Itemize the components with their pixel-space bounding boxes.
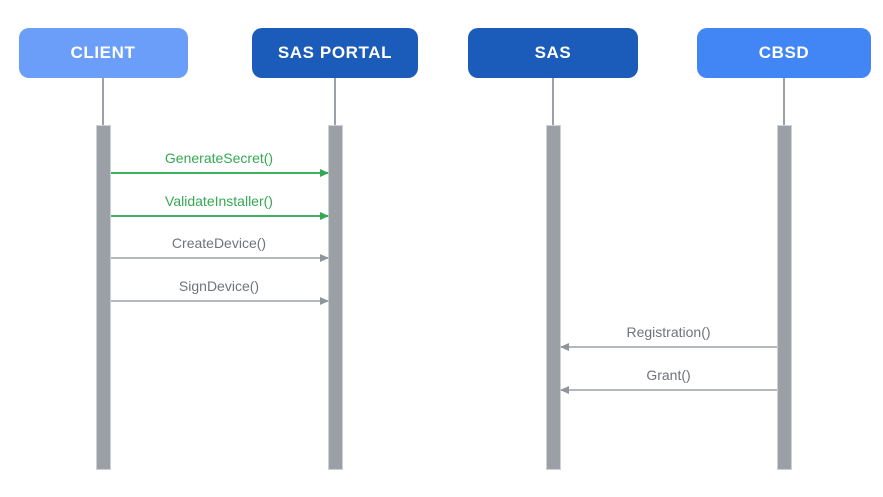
arrow-head-right-icon	[319, 169, 329, 177]
activation-bar-sas-portal	[327, 125, 343, 470]
message-arrow-line	[110, 212, 329, 220]
actor-label-sas: SAS	[534, 43, 572, 62]
message-label: CreateDevice()	[171, 235, 267, 251]
lifeline-sas-portal	[334, 78, 336, 125]
actor-label-cbsd: CBSD	[758, 43, 810, 62]
message-cbsd-to-sas-4: Registration()	[559, 322, 777, 351]
lifeline-client	[102, 78, 104, 125]
message-client-to-sas-portal-0: GenerateSecret()	[110, 148, 329, 177]
arrow-head-left-icon	[559, 386, 569, 394]
activation-bar-sas	[545, 125, 561, 470]
message-arrow-line	[110, 297, 329, 305]
activation-bar-client	[95, 125, 111, 470]
lifeline-sas	[552, 78, 554, 125]
activation-bar-cbsd	[776, 125, 792, 470]
arrow-head-right-icon	[319, 297, 329, 305]
message-arrow-line	[110, 254, 329, 262]
arrow-head-right-icon	[319, 254, 329, 262]
message-label: GenerateSecret()	[164, 150, 274, 166]
actor-box-sas: SAS	[468, 28, 638, 78]
message-cbsd-to-sas-5: Grant()	[559, 365, 777, 394]
message-label: Registration()	[626, 324, 711, 340]
actor-box-sas-portal: SAS PORTAL	[252, 28, 418, 78]
actor-box-client: CLIENT	[18, 28, 188, 78]
message-label: ValidateInstaller()	[165, 193, 273, 209]
message-arrow-line	[559, 386, 777, 394]
arrow-head-right-icon	[319, 212, 329, 220]
message-label: SignDevice()	[178, 278, 260, 294]
message-arrow-line	[559, 343, 777, 351]
message-client-to-sas-portal-2: CreateDevice()	[110, 233, 329, 262]
message-client-to-sas-portal-1: ValidateInstaller()	[110, 191, 329, 220]
actor-label-client: CLIENT	[70, 43, 136, 62]
actor-box-cbsd: CBSD	[697, 28, 871, 78]
actor-label-sas-portal: SAS PORTAL	[277, 43, 393, 62]
message-client-to-sas-portal-3: SignDevice()	[110, 276, 329, 305]
lifeline-cbsd	[783, 78, 785, 125]
message-arrow-line	[110, 169, 329, 177]
arrow-head-left-icon	[559, 343, 569, 351]
message-label: Grant()	[646, 367, 691, 383]
